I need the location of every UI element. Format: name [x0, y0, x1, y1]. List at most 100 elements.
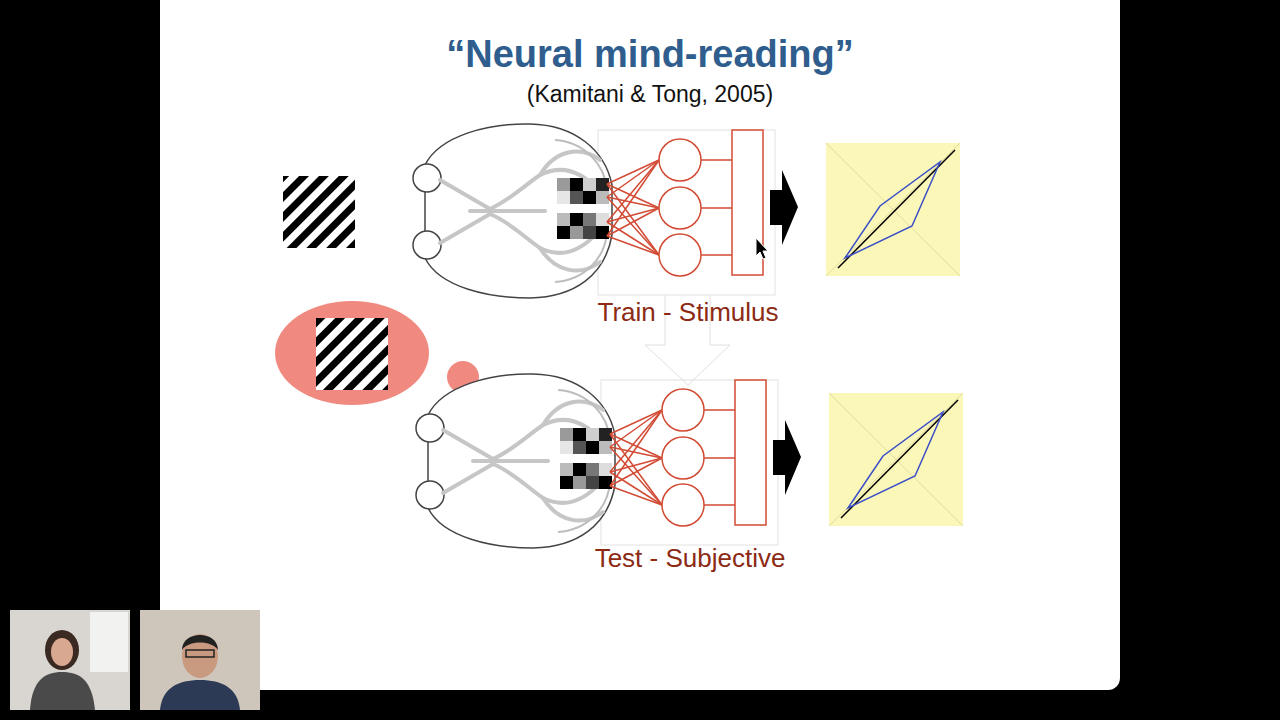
voxel	[599, 463, 612, 476]
weight-line	[607, 208, 659, 236]
voxel	[583, 213, 596, 226]
visual-pathway	[493, 464, 601, 503]
voxel	[573, 476, 586, 489]
voxel	[596, 226, 609, 239]
weight-line	[610, 410, 662, 486]
mouse-cursor	[756, 238, 768, 259]
voxel	[586, 476, 599, 489]
weight-line	[607, 197, 659, 255]
orientation-plot	[829, 393, 963, 526]
weight-line	[610, 472, 662, 505]
person-body	[30, 672, 95, 710]
eye	[413, 164, 441, 192]
phase-label: Test - Subjective	[595, 544, 786, 573]
brain-panel	[416, 374, 963, 548]
output-line	[704, 504, 735, 506]
person-face	[182, 634, 218, 678]
cortex-fold	[555, 232, 607, 282]
window-light	[90, 612, 128, 672]
weight-line	[610, 458, 662, 472]
voxel	[560, 463, 573, 476]
grating-stimulus	[283, 176, 355, 248]
brain-outline	[428, 374, 615, 548]
eye	[416, 414, 444, 442]
person-hair	[182, 635, 218, 650]
output-line	[704, 409, 735, 411]
visual-pathway	[440, 180, 490, 209]
thought-bubble	[275, 301, 429, 405]
visual-pathway	[443, 430, 493, 459]
neuron-unit	[659, 139, 701, 181]
visual-pathway	[473, 459, 548, 463]
voxel	[560, 476, 573, 489]
voxel	[560, 428, 573, 441]
webcam-thumbnail	[140, 610, 260, 710]
orientation-line	[838, 150, 955, 268]
voxel	[570, 178, 583, 191]
neuron-unit	[659, 234, 701, 276]
voxel	[573, 463, 586, 476]
weight-line	[610, 447, 662, 505]
voxel	[599, 476, 612, 489]
voxel	[560, 441, 573, 454]
voxel	[583, 226, 596, 239]
weight-line	[607, 222, 659, 255]
voxel	[573, 428, 586, 441]
orientation-line	[841, 400, 958, 518]
weight-line	[610, 434, 662, 458]
grating-stimulus	[316, 318, 388, 390]
neuron-unit	[662, 389, 704, 431]
visual-pathway	[470, 209, 545, 213]
output-arrow	[773, 420, 801, 495]
classifier-box	[735, 380, 766, 525]
weight-line	[610, 434, 662, 505]
brain-outline	[425, 124, 612, 298]
neuron-unit	[662, 437, 704, 479]
visual-pathway	[490, 214, 598, 253]
webcam-frame	[10, 610, 130, 710]
plot-axis	[829, 393, 963, 526]
weight-line	[610, 458, 662, 486]
eye	[416, 481, 444, 509]
person-hair	[45, 630, 79, 670]
voxel	[596, 213, 609, 226]
orientation-plot	[826, 143, 960, 276]
visual-pathway	[490, 170, 598, 209]
visual-pathway	[493, 420, 601, 459]
voxel	[557, 191, 570, 204]
output-line	[701, 207, 732, 209]
weight-line	[607, 184, 659, 208]
output-line	[701, 159, 732, 161]
network-frame	[601, 380, 778, 545]
voxel	[586, 463, 599, 476]
output-arrow	[770, 170, 798, 245]
decoded-polar	[848, 412, 943, 508]
voxel	[586, 428, 599, 441]
slide-background	[160, 0, 1120, 690]
voxel	[570, 191, 583, 204]
voxel	[583, 178, 596, 191]
slide-title: “Neural mind-reading”	[446, 34, 854, 76]
visual-pathway	[443, 464, 493, 493]
voxel	[557, 226, 570, 239]
network-frame	[598, 130, 775, 295]
brain-panel	[413, 124, 960, 298]
weight-line	[607, 236, 659, 255]
voxel	[570, 213, 583, 226]
person-body	[160, 680, 240, 710]
neuron-unit	[659, 187, 701, 229]
voxel	[570, 226, 583, 239]
weight-line	[607, 184, 659, 255]
person-face	[51, 638, 73, 666]
output-line	[701, 254, 732, 256]
voxel	[557, 178, 570, 191]
weight-line	[607, 160, 659, 236]
weight-line	[610, 486, 662, 505]
voxel	[557, 213, 570, 226]
phase-label: Train - Stimulus	[597, 298, 778, 327]
eye	[413, 231, 441, 259]
webcam-frame	[140, 610, 260, 710]
glasses	[186, 650, 214, 657]
